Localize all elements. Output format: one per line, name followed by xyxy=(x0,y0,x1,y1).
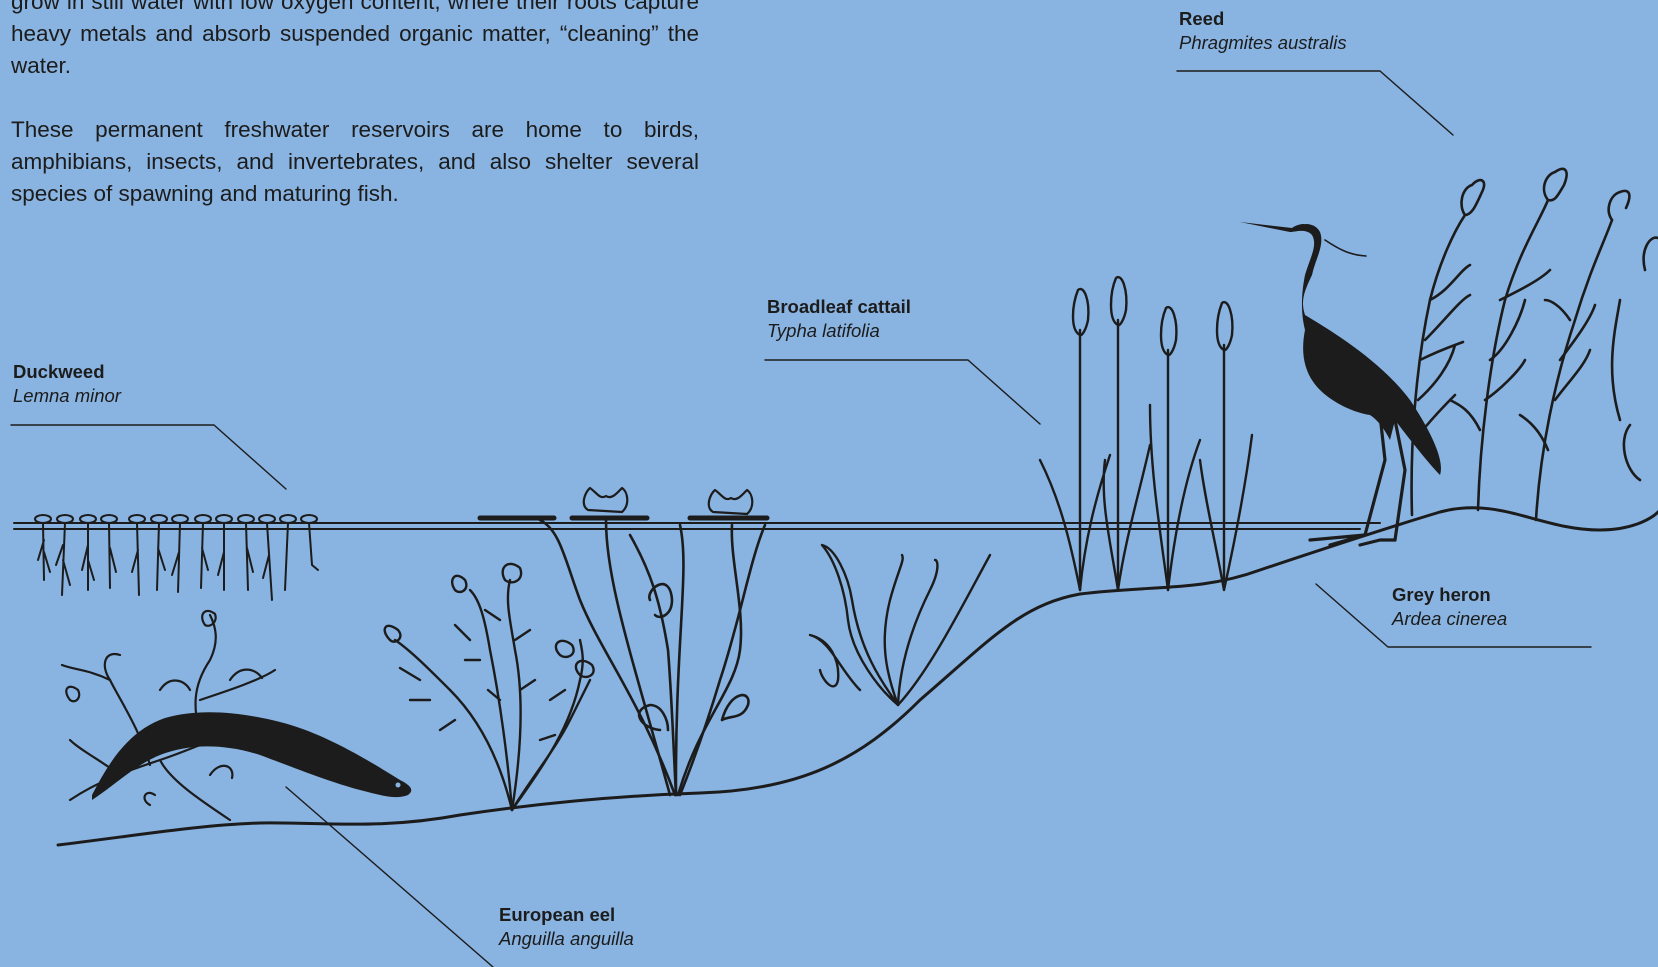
lily-flower-2 xyxy=(709,490,752,514)
label-duckweed-latin: Lemna minor xyxy=(13,384,121,408)
cattail-head-3 xyxy=(1161,307,1176,355)
duckweed-pad-4 xyxy=(101,515,117,588)
water-lilies xyxy=(480,488,767,795)
duckweed-pad-7 xyxy=(172,515,188,592)
submerged-leafy-plant xyxy=(810,545,990,705)
water-surface xyxy=(14,523,1380,529)
lily-flower-1 xyxy=(584,488,627,512)
label-eel: European eel Anguilla anguilla xyxy=(499,903,634,951)
label-cattail: Broadleaf cattail Typha latifolia xyxy=(767,295,911,343)
label-cattail-common: Broadleaf cattail xyxy=(767,295,911,319)
duckweed-pad-5 xyxy=(129,515,145,595)
label-heron-common: Grey heron xyxy=(1392,583,1507,607)
label-reed: Reed Phragmites australis xyxy=(1179,7,1347,55)
label-reed-common: Reed xyxy=(1179,7,1347,31)
label-heron: Grey heron Ardea cinerea xyxy=(1392,583,1507,631)
lakebed xyxy=(58,508,1658,845)
duckweed-pad-2 xyxy=(56,515,73,595)
cattail-head-4 xyxy=(1217,302,1232,350)
duckweed-pad-3 xyxy=(80,515,96,590)
duckweed-pad-1 xyxy=(35,515,51,580)
label-duckweed-common: Duckweed xyxy=(13,360,121,384)
reed-leader xyxy=(1177,71,1453,135)
submerged-branching-plant xyxy=(385,564,594,810)
label-eel-latin: Anguilla anguilla xyxy=(499,927,634,951)
duckweed-pad-12 xyxy=(280,515,296,590)
label-heron-latin: Ardea cinerea xyxy=(1392,607,1507,631)
duckweed-plants xyxy=(35,515,318,600)
broadleaf-cattails xyxy=(1040,277,1252,590)
label-eel-common: European eel xyxy=(499,903,634,927)
grey-heron xyxy=(1240,220,1441,475)
cattail-head-1 xyxy=(1073,289,1088,335)
duckweed-leader xyxy=(11,425,286,489)
cattail-leader xyxy=(765,360,1040,424)
duckweed-pad-6 xyxy=(151,515,167,590)
common-reeds xyxy=(1412,169,1658,520)
leader-lines xyxy=(11,71,1591,967)
duckweed-pad-8 xyxy=(195,515,211,588)
duckweed-pad-11 xyxy=(259,515,275,600)
label-cattail-latin: Typha latifolia xyxy=(767,319,911,343)
duckweed-pad-9 xyxy=(216,515,232,590)
label-duckweed: Duckweed Lemna minor xyxy=(13,360,121,408)
duckweed-pad-10 xyxy=(238,515,254,590)
label-reed-latin: Phragmites australis xyxy=(1179,31,1347,55)
cattail-head-2 xyxy=(1111,277,1126,325)
lily-stems xyxy=(540,520,765,795)
